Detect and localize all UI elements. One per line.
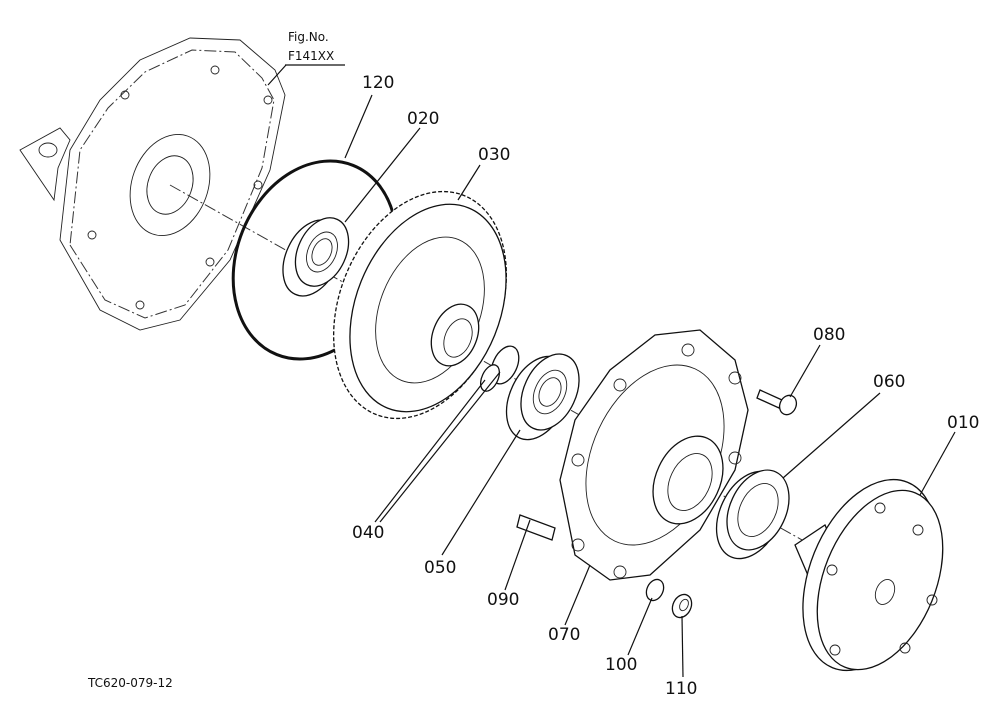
housing-phantom	[19, 37, 286, 331]
part-number-110: 110	[665, 679, 697, 699]
cover-070	[559, 329, 749, 581]
bearing-050	[505, 353, 580, 441]
gear-030	[333, 190, 507, 420]
fig-number: F141XX	[288, 49, 334, 63]
oil-seal-060	[715, 469, 790, 560]
fig-label: Fig.No.	[288, 30, 329, 44]
part-number-070: 070	[548, 625, 580, 645]
part-number-090: 090	[487, 590, 519, 610]
bearing-020	[282, 217, 350, 297]
part-number-080: 080	[813, 325, 845, 345]
part-number-020: 020	[407, 109, 439, 129]
part-number-050: 050	[424, 558, 456, 578]
stud-090	[516, 514, 556, 541]
part-number-040: 040	[352, 523, 384, 543]
part-number-060: 060	[873, 372, 905, 392]
part-number-100: 100	[605, 655, 637, 675]
washer-100	[645, 578, 665, 602]
nut-110	[671, 593, 693, 619]
part-number-030: 030	[478, 145, 510, 165]
flange-shaft-010	[794, 478, 944, 672]
bolt-080	[756, 389, 798, 416]
drawing-code: TC620-079-12	[87, 676, 173, 690]
leader-lines	[267, 64, 956, 678]
part-number-010: 010	[947, 413, 979, 433]
part-number-120: 120	[362, 73, 394, 93]
